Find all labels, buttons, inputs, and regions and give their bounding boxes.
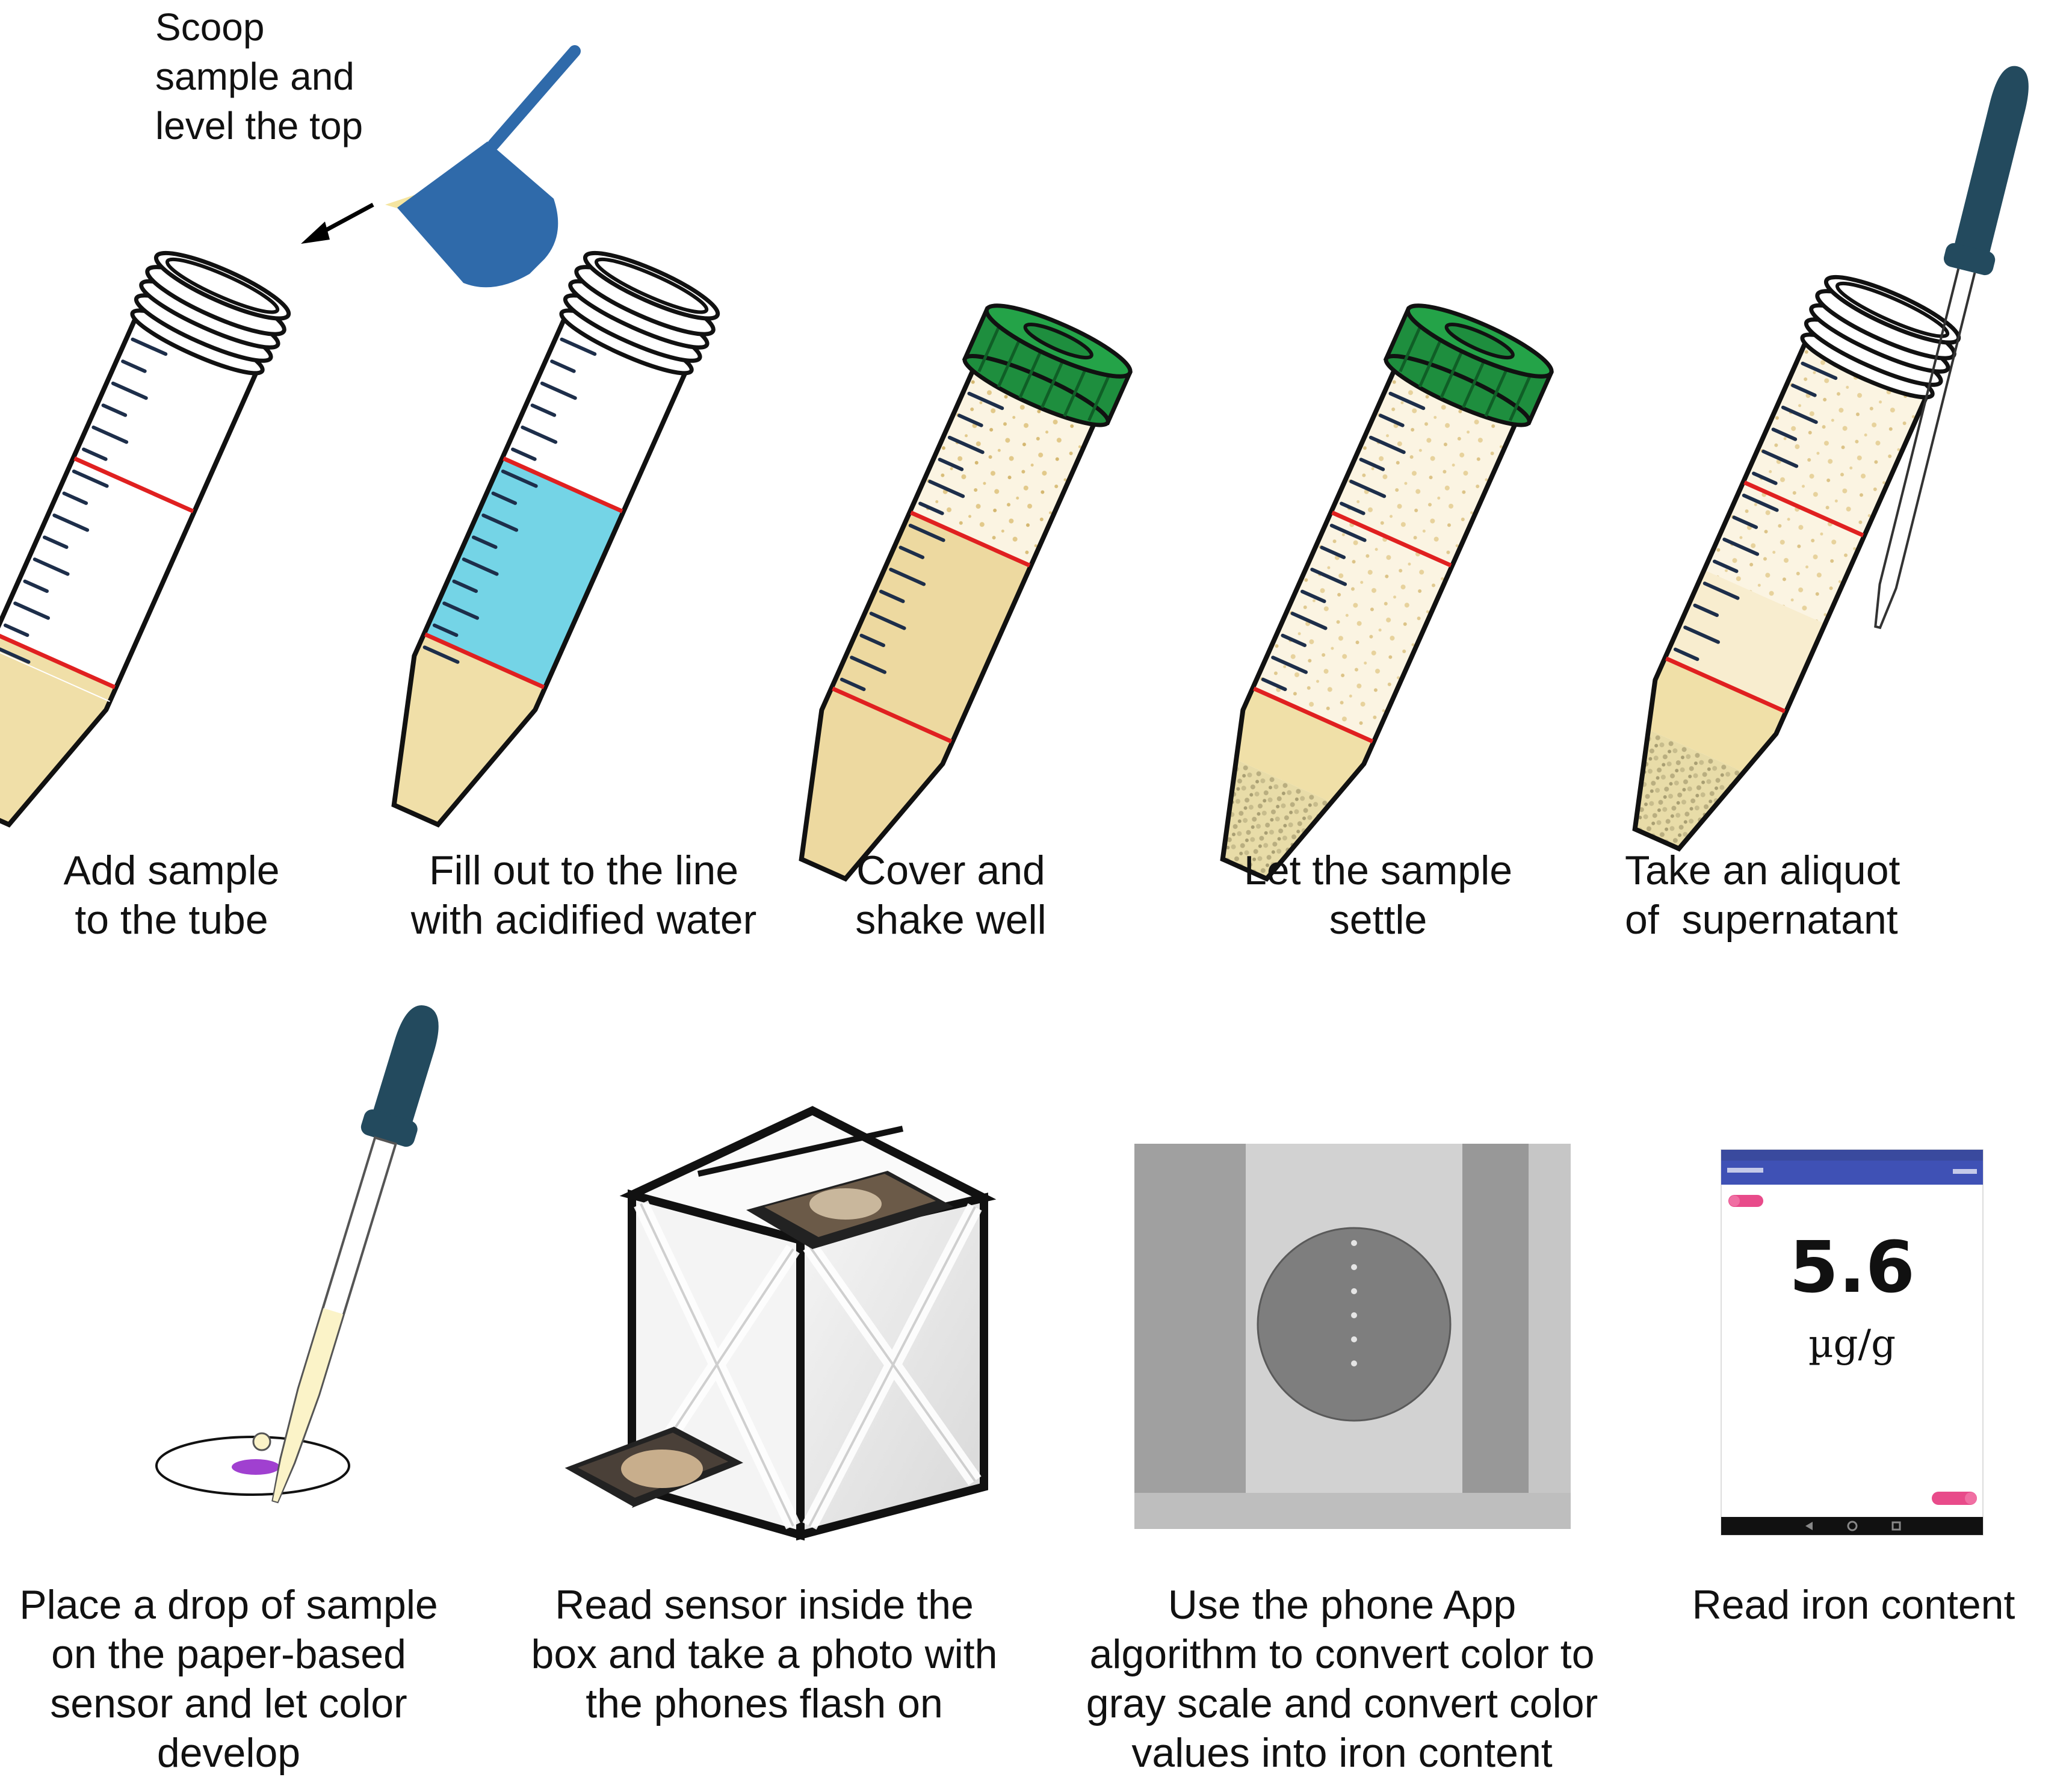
scoop-handle	[487, 45, 581, 150]
caption-line: Cover and	[856, 848, 1045, 893]
status-bar	[1721, 1150, 1983, 1161]
step-3-caption: Cover and shake well	[824, 846, 1077, 944]
caption-line: Take an aliquot	[1625, 848, 1900, 893]
sensor-circle	[1257, 1227, 1452, 1422]
scoop-label: Scoop sample and level the top	[155, 2, 363, 150]
sample-drop	[252, 1432, 271, 1451]
step-1-caption: Add sample to the tube	[51, 846, 292, 944]
arrow-icon	[301, 202, 374, 244]
caption-line: develop	[156, 1730, 301, 1776]
caption-line: Read sensor inside the	[555, 1582, 974, 1628]
app-bar	[1721, 1161, 1983, 1185]
caption-line: algorithm to convert color to	[1089, 1631, 1595, 1677]
green-cap-icon	[962, 303, 1133, 427]
purple-drop	[232, 1459, 280, 1475]
step-8-caption: Use the phone App algorithm to convert c…	[1065, 1580, 1619, 1778]
caption-line: gray scale and convert color	[1086, 1681, 1598, 1726]
scoop-icon	[385, 45, 581, 288]
step-9-caption: Read iron content	[1661, 1580, 2046, 1630]
fill-line	[73, 456, 194, 513]
caption-line: values into iron content	[1131, 1730, 1553, 1776]
step-4-caption: Let the sample settle	[1216, 846, 1541, 944]
caption-line: shake well	[855, 897, 1047, 943]
caption-line: of supernatant	[1625, 897, 1898, 943]
caption-line: box and take a photo with	[531, 1631, 998, 1677]
scoop-label-line: level the top	[155, 104, 363, 147]
scoop-cup	[397, 141, 558, 288]
bottom-chip[interactable]	[1932, 1492, 1977, 1505]
phone-value: 5.6	[1789, 1226, 1916, 1309]
caption-line: to the tube	[75, 897, 268, 943]
dropper-icon	[271, 1005, 439, 1504]
sample-line	[0, 632, 116, 689]
caption-line: Place a drop of sample	[19, 1582, 438, 1628]
phone-screen	[1721, 1149, 1984, 1536]
caption-line: Add sample	[63, 848, 280, 893]
caption-line: Use the phone App	[1167, 1582, 1517, 1628]
dropper-top-icon	[1874, 66, 2029, 630]
grayscale-sensor-image	[1134, 1144, 1571, 1529]
tube-5-icon	[1596, 274, 1961, 866]
tube-4-icon	[1184, 303, 1554, 896]
caption-line: Read iron content	[1692, 1582, 2015, 1628]
step-2-caption: Fill out to the line with acidified wate…	[397, 846, 770, 944]
caption-line: sensor and let color	[50, 1681, 407, 1726]
caption-line: Let the sample	[1243, 848, 1513, 893]
caption-line: the phones flash on	[586, 1681, 943, 1726]
caption-line: settle	[1329, 897, 1427, 943]
step-5-caption: Take an aliquot of supernatant	[1625, 846, 1986, 944]
scoop-label-line: Scoop	[155, 5, 265, 49]
tube-1-icon	[0, 250, 291, 842]
nav-bar	[1721, 1517, 1983, 1535]
paper-sensor-icon	[155, 1432, 350, 1496]
scoop-label-line: sample and	[155, 55, 354, 98]
caption-line: Fill out to the line	[428, 848, 739, 893]
caption-line: with acidified water	[410, 897, 757, 943]
phone-unit: µg/g	[1808, 1322, 1896, 1366]
caption-line: on the paper-based	[51, 1631, 406, 1677]
tube-2-icon	[355, 250, 720, 842]
step-7-caption: Read sensor inside the box and take a ph…	[518, 1580, 1011, 1728]
tube-3-icon	[762, 303, 1133, 896]
reader-box-icon	[561, 1106, 997, 1541]
step-6-caption: Place a drop of sample on the paper-base…	[6, 1580, 451, 1778]
